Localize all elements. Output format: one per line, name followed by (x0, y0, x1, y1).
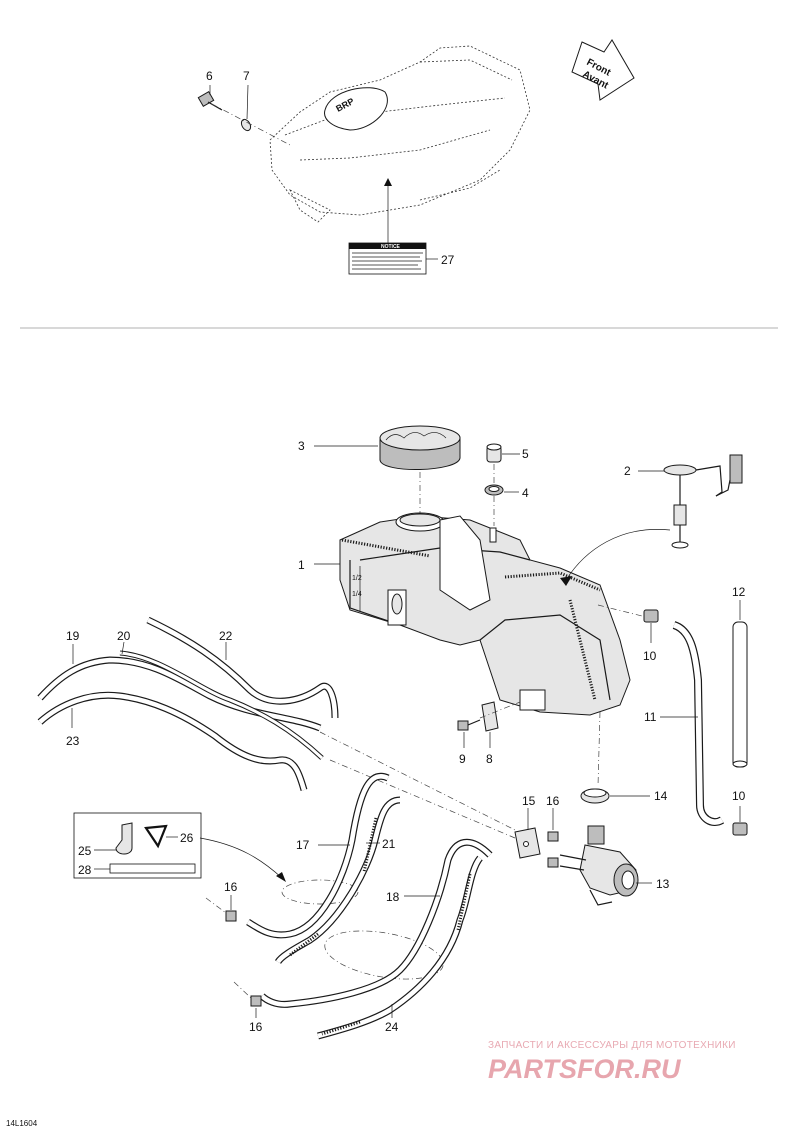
callout-18: 18 (386, 890, 400, 904)
hose-clamp-4 (484, 484, 504, 496)
notice-decal-27: NOTICE (348, 178, 438, 275)
nut-16-pump (547, 831, 559, 868)
svg-text:1/2: 1/2 (352, 575, 362, 582)
bolt-9 (457, 719, 481, 731)
hose-11 (672, 621, 725, 826)
hose-24 (317, 855, 483, 1040)
fitting-10-lower (732, 822, 748, 836)
fuel-line-20 (119, 650, 324, 760)
callout-7: 7 (243, 69, 250, 83)
callout-4: 4 (522, 486, 529, 500)
decal-heading: NOTICE (381, 244, 401, 250)
callout-16-bottom: 16 (249, 1020, 263, 1034)
fuel-line-23 (37, 691, 308, 791)
callout-13: 13 (656, 877, 670, 891)
callout-28: 28 (78, 863, 92, 877)
front-direction-arrow: Front Avant (571, 39, 635, 101)
callout-26: 26 (180, 831, 194, 845)
callout-12: 12 (732, 585, 746, 599)
fuel-tank-1: 1/2 1/4 (339, 512, 631, 716)
callout-2: 2 (624, 464, 631, 478)
fuel-level-sensor-2 (663, 454, 743, 549)
watermark: ЗАПЧАСТИ И АКСЕССУАРЫ ДЛЯ МОТОТЕХНИКИ PA… (488, 1040, 736, 1084)
callout-16-middle: 16 (224, 880, 238, 894)
callout-15: 15 (522, 794, 536, 808)
watermark-logo: PARTSFOR.RU (488, 1054, 682, 1084)
callout-6: 6 (206, 69, 213, 83)
nut-16-middle (225, 910, 237, 922)
hose-18 (259, 838, 493, 1008)
nut-16-bottom (250, 995, 262, 1007)
vent-cap-5 (486, 443, 502, 463)
watermark-tagline: ЗАПЧАСТИ И АКСЕССУАРЫ ДЛЯ МОТОТЕХНИКИ (488, 1040, 736, 1051)
clamp-14 (580, 788, 610, 804)
vehicle-body-outline: BRP (269, 45, 531, 223)
bolt-6 (197, 90, 223, 111)
callout-25: 25 (78, 844, 92, 858)
hose-12 (732, 621, 748, 768)
fuel-pump-13 (559, 825, 639, 906)
callout-14: 14 (654, 789, 668, 803)
callout-1: 1 (298, 558, 305, 572)
callout-17: 17 (296, 838, 310, 852)
callout-16-pump: 16 (546, 794, 560, 808)
callout-10-upper: 10 (643, 649, 657, 663)
fuel-line-19 (37, 656, 322, 732)
hose-21 (274, 796, 401, 965)
callout-10-lower: 10 (732, 789, 746, 803)
kit-box (73, 812, 202, 879)
callout-21: 21 (382, 837, 396, 851)
callout-24: 24 (385, 1020, 399, 1034)
callout-8: 8 (486, 752, 493, 766)
callout-11: 11 (644, 710, 657, 724)
callout-27: 27 (441, 253, 455, 267)
callout-9: 9 (459, 752, 466, 766)
callout-3: 3 (298, 439, 305, 453)
callout-5: 5 (522, 447, 529, 461)
callout-22: 22 (219, 629, 233, 643)
fuel-cap-3 (379, 425, 461, 471)
callout-20: 20 (117, 629, 131, 643)
callout-19: 19 (66, 629, 80, 643)
washer-7 (240, 118, 252, 132)
hose-17 (246, 772, 390, 939)
bracket-8 (481, 701, 499, 732)
diagram-code: 14L1604 (6, 1119, 38, 1128)
fitting-10-upper (643, 609, 659, 623)
callout-23: 23 (66, 734, 80, 748)
mount-plate-15 (514, 827, 541, 859)
fuel-line-22 (146, 616, 339, 719)
svg-text:1/4: 1/4 (352, 591, 362, 598)
